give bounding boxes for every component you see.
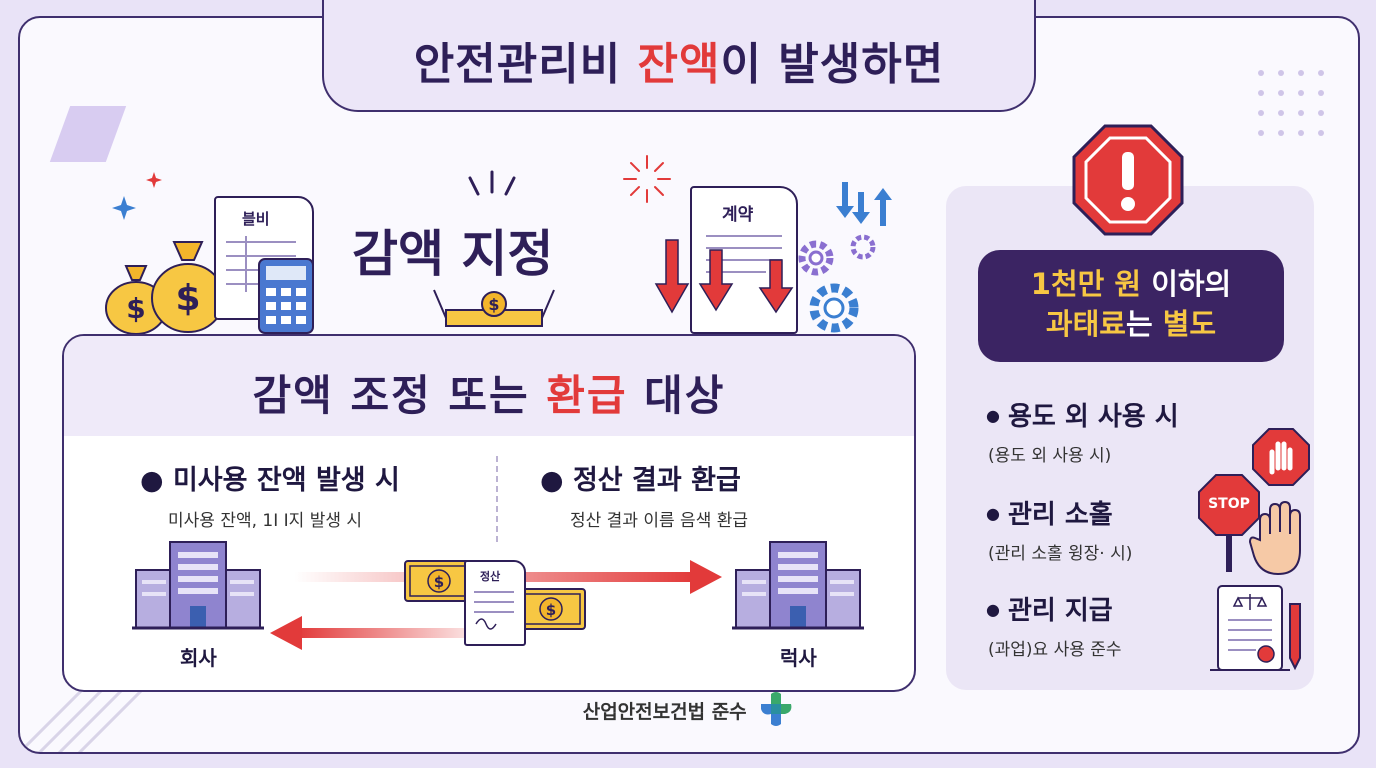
penalty-item: 용도 외 사용 시 (용도 외 사용 시) (986, 396, 1179, 466)
sparkle-icon (146, 172, 162, 188)
title-tab: 안전관리비 잔액이 발생하면 (322, 0, 1036, 112)
money-bag-icon: $ (151, 241, 225, 333)
gear-icon (850, 234, 876, 260)
decorative-stripe (49, 106, 127, 162)
penalty-item-subtitle: (관리 소홀 윙장· 시) (988, 544, 1133, 564)
penalty-item-subtitle: (과업)요 사용 준수 (988, 640, 1122, 660)
svg-text:$: $ (175, 278, 200, 319)
main-card-header: 감액 조정 또는 환급 대상 (64, 336, 914, 436)
footer-text: 산업안전보건법 준수 (582, 701, 747, 723)
building-icon (132, 541, 264, 630)
left-column-title: ● 미사용 잔액 발생 시 (140, 465, 400, 496)
right-column-title: ● 정산 결과 환급 (540, 465, 741, 496)
page-title: 안전관리비 잔액이 발생하면 (413, 39, 945, 90)
emphasis-lines-icon (468, 170, 516, 196)
cash-tray-icon: $ (433, 289, 555, 327)
calculator-icon (258, 258, 314, 334)
svg-text:$: $ (434, 573, 444, 591)
svg-text:$: $ (546, 601, 556, 619)
ledger-label: 블비 (242, 210, 270, 228)
burst-icon (623, 155, 671, 203)
stop-sign-label: STOP (1208, 496, 1250, 512)
contract-document-icon: 계약 (690, 186, 798, 334)
decorative-dots (1258, 70, 1324, 136)
building-right-label: 럭사 (780, 646, 817, 670)
fine-line-2: 과태료는 별도 (1045, 307, 1217, 341)
penalty-item-title: 관리 지급 (986, 590, 1122, 627)
cash-icon: $ (516, 588, 586, 630)
medical-cross-logo (761, 692, 792, 726)
settlement-label: 정산 (480, 570, 501, 583)
left-column-subtitle: 미사용 잔액, 1I I지 발생 시 (168, 511, 363, 531)
penalty-item: 관리 소홀 (관리 소홀 윙장· 시) (986, 494, 1132, 564)
building-icon (732, 541, 864, 630)
gear-icon (798, 240, 834, 276)
sparkle-icon (112, 196, 136, 220)
footer: 산업안전보건법 준수 (0, 692, 1376, 726)
scales-document-icon (1210, 585, 1301, 671)
stop-sign-icon: STOP (1198, 474, 1260, 536)
down-arrows-icon (654, 239, 794, 314)
settlement-document-icon: 정산 (464, 560, 526, 646)
fine-notice-box: 1천만 원 이하의 과태료는 별도 (978, 250, 1284, 362)
reduction-heading: 감액 지정 (352, 225, 554, 283)
right-column-subtitle: 정산 결과 이름 음색 환급 (570, 511, 749, 531)
main-card: 감액 조정 또는 환급 대상 ● 미사용 잔액 발생 시 미사용 잔액, 1I … (62, 334, 916, 692)
building-left-label: 회사 (180, 646, 217, 670)
cash-icon: $ (404, 560, 474, 602)
stop-sign-pole (1226, 536, 1232, 572)
contract-label: 계약 (722, 205, 754, 225)
decorative-lines (20, 640, 192, 752)
main-title: 감액 조정 또는 환급 대상 (252, 371, 726, 420)
gear-icon (809, 283, 859, 333)
penalty-item: 관리 지급 (과업)요 사용 준수 (986, 590, 1122, 660)
penalty-item-title: 관리 소홀 (986, 494, 1132, 531)
warning-octagon-icon (1072, 124, 1184, 236)
svg-text:$: $ (126, 292, 145, 325)
arrow-left-icon (270, 616, 498, 650)
hand-icon (1248, 500, 1301, 576)
fine-line-1: 1천만 원 이하의 (1030, 267, 1232, 301)
penalty-item-title: 용도 외 사용 시 (986, 396, 1179, 433)
penalty-item-subtitle: (용도 외 사용 시) (988, 446, 1112, 466)
column-divider (496, 456, 498, 542)
svg-text:$: $ (488, 295, 499, 314)
up-down-arrows-icon (836, 182, 892, 226)
hand-stop-icon (1252, 428, 1310, 486)
